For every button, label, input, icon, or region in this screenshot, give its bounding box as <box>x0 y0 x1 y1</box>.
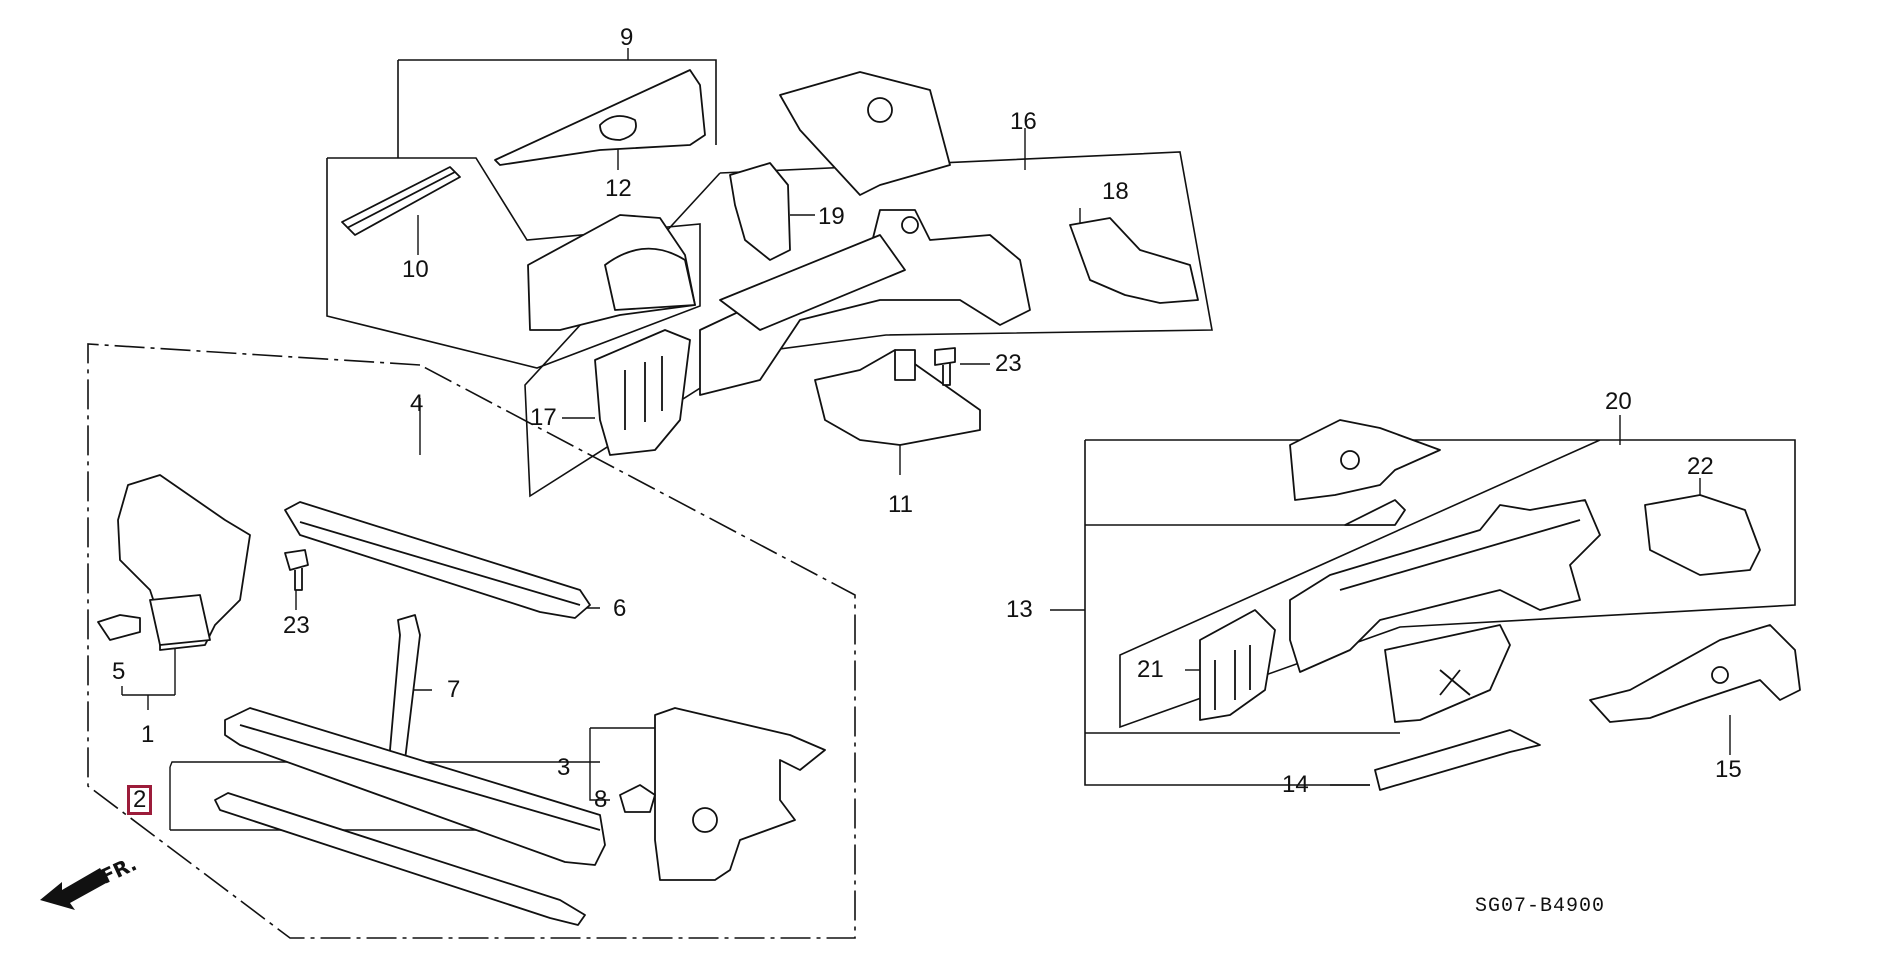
part-18-shape <box>1069 217 1199 304</box>
label-4: 4 <box>410 390 424 417</box>
label-14: 14 <box>1282 771 1309 798</box>
part-17-shape <box>594 329 691 456</box>
part-20-upper-shape <box>1289 419 1441 501</box>
label-23-top: 23 <box>995 350 1022 377</box>
group-outline-9 <box>398 59 717 145</box>
label-19: 19 <box>818 203 845 230</box>
group-outline-4 <box>87 343 856 939</box>
group-outline-20 <box>1085 439 1796 729</box>
part-gusset-shape <box>1384 624 1511 723</box>
part-12-shape <box>494 69 706 166</box>
part-19-shape <box>729 162 791 261</box>
part-2-upper-shape <box>224 707 606 866</box>
label-1: 1 <box>141 721 155 748</box>
part-2-lower-shape <box>214 792 586 926</box>
part-5-shape <box>97 614 141 641</box>
label-20: 20 <box>1605 388 1632 415</box>
label-13: 13 <box>1006 596 1033 623</box>
part-8-shape <box>619 784 656 813</box>
label-6: 6 <box>613 595 627 622</box>
group-outline-10 <box>326 157 701 369</box>
label-9: 9 <box>620 24 634 51</box>
bolt-23-left <box>284 549 309 591</box>
bolt-23-top <box>934 347 956 386</box>
label-21: 21 <box>1137 656 1164 683</box>
label-22: 22 <box>1687 453 1714 480</box>
label-12: 12 <box>605 175 632 202</box>
label-17: 17 <box>530 404 557 431</box>
label-10: 10 <box>402 256 429 283</box>
label-5: 5 <box>112 658 126 685</box>
part-14-shape <box>1374 729 1541 791</box>
part-1-shape <box>117 474 251 651</box>
label-15: 15 <box>1715 756 1742 783</box>
group-outline-16 <box>524 151 1213 498</box>
label-8: 8 <box>594 786 608 813</box>
part-16-shape <box>699 209 1031 396</box>
part-upper-bracket-shape <box>779 71 951 196</box>
group-outline-13 <box>1084 440 1370 786</box>
part-20-main-shape <box>1289 499 1601 673</box>
part-6-shape <box>284 501 591 619</box>
label-11: 11 <box>888 491 913 518</box>
label-16: 16 <box>1010 108 1037 135</box>
label-3: 3 <box>557 754 571 781</box>
label-23-left: 23 <box>283 612 310 639</box>
label-7: 7 <box>447 676 461 703</box>
label-2-highlighted[interactable]: 2 <box>126 785 153 815</box>
part-15-shape <box>1589 624 1801 723</box>
diagram-code: SG07-B4900 <box>1475 895 1606 918</box>
part-21-shape <box>1199 609 1276 721</box>
label-18: 18 <box>1102 178 1129 205</box>
part-11-shape <box>814 349 981 446</box>
front-arrow-icon <box>40 868 108 910</box>
part-22-shape <box>1644 494 1761 576</box>
part-3-shape <box>654 707 826 881</box>
